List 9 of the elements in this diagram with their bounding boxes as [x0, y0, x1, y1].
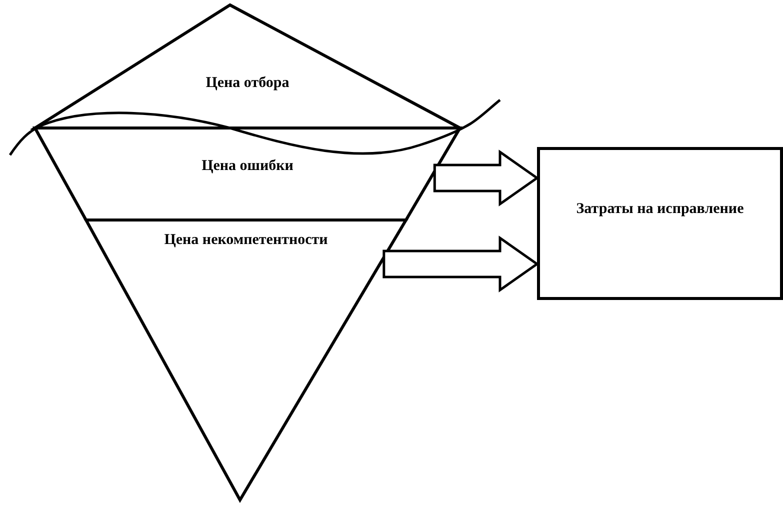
triangle-section: [30, 3, 462, 130]
node-label: Цена некомпетентности: [164, 232, 328, 248]
process-box: [537, 147, 783, 300]
node-label: Цена ошибки: [202, 158, 294, 174]
node-label: Затраты на исправление: [576, 201, 744, 217]
trapezoid-band: [32, 126, 463, 222]
block-arrow: [433, 150, 540, 206]
block-arrow: [382, 236, 540, 292]
node-label: Цена отбора: [206, 75, 290, 91]
